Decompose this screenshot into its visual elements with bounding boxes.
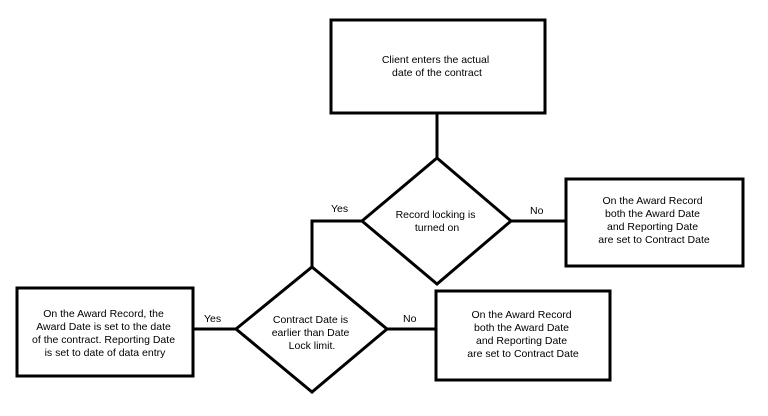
outcome-right-line-2: both the Award Date [605, 208, 700, 220]
outcome-bottom-line-3: and Reporting Date [476, 335, 567, 347]
decision-record-locking-text: Record locking is turned on [396, 209, 479, 234]
outcome-right-line-3: and Reporting Date [607, 221, 698, 233]
lock-line-2: turned on [415, 222, 460, 234]
start-line-1: Client enters the actual [382, 54, 489, 66]
outcome-left-text: On the Award Record, the Award Date is s… [32, 308, 178, 359]
outcome-bottom-box [434, 289, 612, 382]
edge-label-date-no: No [403, 313, 417, 325]
date-line-2: earlier than Date [272, 327, 350, 339]
outcome-right-text: On the Award Record both the Award Date … [598, 195, 710, 246]
start-line-2: date of the contract [392, 67, 482, 79]
outcome-right-line-4: are set to Contract Date [598, 234, 710, 246]
edge-label-lock-yes: Yes [331, 203, 348, 215]
connector-lock-yes [310, 219, 362, 267]
outcome-bottom-line-1: On the Award Record [471, 309, 571, 321]
start-box-text: Client enters the actual date of the con… [382, 54, 492, 79]
outcome-left-box [15, 286, 195, 378]
outcome-bottom-line-4: are set to Contract Date [467, 348, 579, 360]
outcome-left-line-1: On the Award Record, the [43, 308, 164, 320]
decision-record-locking [359, 156, 514, 286]
decision-contract-date-text: Contract Date is earlier than Date Lock … [272, 314, 353, 352]
date-line-1: Contract Date is [273, 314, 348, 326]
outcome-left-line-2: Award Date is set to the date [36, 321, 171, 333]
decision-contract-date [233, 265, 390, 394]
edge-label-lock-no: No [530, 205, 544, 217]
start-box [329, 18, 547, 115]
date-line-3: Lock limit. [289, 340, 336, 352]
outcome-left-line-4: is set to date of data entry [45, 347, 167, 359]
outcome-right-box [564, 177, 745, 268]
outcome-bottom-text: On the Award Record both the Award Date … [467, 309, 579, 360]
outcome-bottom-line-2: both the Award Date [474, 322, 569, 334]
edge-label-date-yes: Yes [204, 313, 221, 325]
lock-line-1: Record locking is [396, 209, 476, 221]
outcome-left-line-3: of the contract. Reporting Date [32, 334, 175, 346]
outcome-right-line-1: On the Award Record [602, 195, 702, 207]
